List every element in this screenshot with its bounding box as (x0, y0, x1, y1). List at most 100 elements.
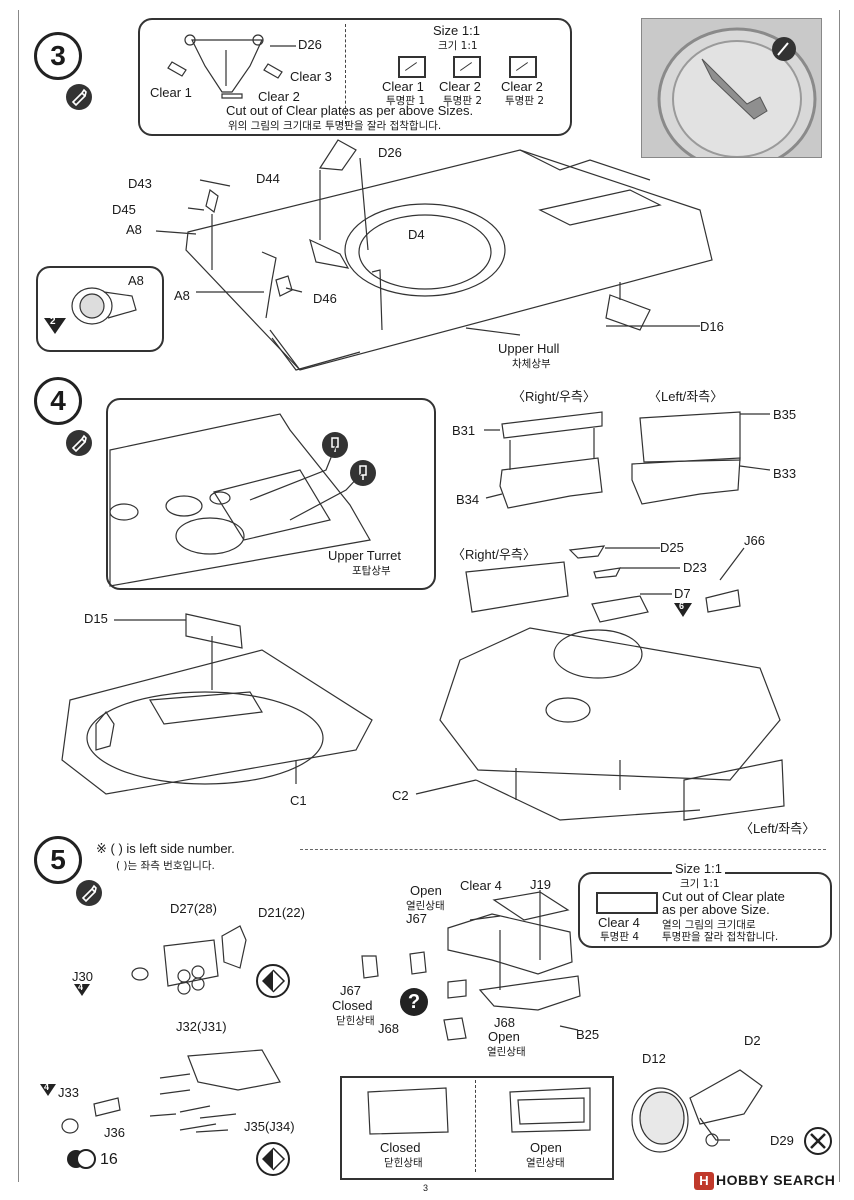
side-number-note-ko: ( )는 좌측 번호입니다. (116, 860, 215, 872)
label-c1: C1 (290, 793, 307, 808)
no-cement-icon (804, 1127, 832, 1155)
label-d7: D7 (674, 586, 691, 601)
state-closed: Closed (380, 1140, 421, 1155)
plate-label-2a-ko: 투명판 2 (443, 95, 482, 107)
ref-step-number: 2 (50, 316, 56, 327)
label-upper-hull-ko: 차체상부 (512, 358, 551, 370)
label-d26: D26 (378, 145, 402, 160)
label-a8-mid: A8 (174, 288, 190, 303)
label-closed-1: Closed (332, 998, 373, 1013)
clear-plate-4-shape (596, 892, 658, 914)
label-d25: D25 (660, 540, 684, 555)
size-box-note-ko-2: 투명판을 잘라 접착합니다. (662, 931, 779, 943)
label-j68-mid: J68 (494, 1015, 515, 1030)
ref-step-triangle (74, 984, 90, 996)
label-d12: D12 (642, 1051, 666, 1066)
label-b31: B31 (452, 423, 476, 438)
label-j33: J33 (58, 1085, 79, 1100)
step-5-divider (300, 849, 826, 850)
label-d23: D23 (683, 560, 707, 575)
label-j66: J66 (744, 533, 765, 548)
question-icon: ? (400, 988, 428, 1016)
plate-label-1: Clear 1 (382, 79, 424, 94)
label-open-2-ko: 열린상태 (487, 1046, 526, 1058)
page-frame (18, 10, 840, 1182)
label-d21: D21(22) (258, 905, 305, 920)
label-j19: J19 (530, 877, 551, 892)
label-j68-left: J68 (378, 1021, 399, 1036)
cement-icon (322, 432, 348, 458)
size-box-title: Size 1:1 (672, 862, 725, 876)
label-d16: D16 (700, 319, 724, 334)
step-4-number: 4 (34, 377, 82, 425)
step-5-size-box (578, 872, 832, 948)
label-clear-1: Clear 1 (150, 85, 192, 100)
label-d26-inset: D26 (298, 37, 322, 52)
label-j67-top: J67 (406, 911, 427, 926)
label-b35: B35 (773, 407, 797, 422)
page-number: 3 (423, 1183, 429, 1193)
size-title-ko: 크기 1:1 (438, 40, 478, 52)
watermark-logo: H (694, 1172, 714, 1190)
size-box-plate: Clear 4 (598, 915, 640, 930)
parts-count: 16 (100, 1151, 118, 1168)
label-upper-hull: Upper Hull (498, 341, 560, 356)
label-left-b: 〈Left/좌측〉 (648, 389, 724, 404)
label-d43: D43 (128, 176, 152, 191)
size-title: Size 1:1 (433, 23, 480, 38)
label-d29: D29 (770, 1133, 794, 1148)
label-upper-turret-ko: 포탑상부 (352, 565, 391, 577)
label-j30: J30 (72, 969, 93, 984)
label-right-turret: 〈Right/우측〉 (452, 547, 536, 562)
state-closed-ko: 닫힌상태 (384, 1157, 423, 1169)
rotate-view-icon (256, 964, 290, 998)
cement-icon (350, 460, 376, 486)
rotate-view-icon (256, 1142, 290, 1176)
label-clear-3: Clear 3 (290, 69, 332, 84)
label-b25: B25 (576, 1027, 600, 1042)
size-box-note-ko-1: 열의 그림의 크기대로 (662, 919, 756, 931)
label-d15: D15 (84, 611, 108, 626)
cement-icon (76, 880, 102, 906)
ref-step-number: 6 (679, 601, 685, 611)
clear-plate-1-shape (398, 56, 426, 78)
clear-plate-note: Cut out of Clear plates as per above Siz… (226, 103, 474, 118)
watermark-text: HOBBY SEARCH (716, 1172, 836, 1188)
state-open: Open (530, 1140, 562, 1155)
clear-plate-2a-shape (453, 56, 481, 78)
side-number-note: ※ ( ) is left side number. (96, 841, 235, 856)
label-clear-2: Clear 2 (258, 89, 300, 104)
label-c2: C2 (392, 788, 409, 803)
label-open-2: Open (488, 1029, 520, 1044)
detail-label-a8: A8 (128, 273, 144, 288)
inset-divider (345, 24, 346, 124)
state-divider (475, 1080, 476, 1172)
cement-icon (66, 84, 92, 110)
label-b34: B34 (456, 492, 480, 507)
label-open-1-ko: 열린상태 (406, 900, 445, 912)
label-left-turret: 〈Left/좌측〉 (740, 821, 816, 836)
label-d44: D44 (256, 171, 280, 186)
size-box-note-2: as per above Size. (662, 902, 770, 917)
label-j32: J32(J31) (176, 1019, 227, 1034)
label-upper-turret: Upper Turret (328, 548, 401, 563)
plate-label-1-ko: 투명판 1 (386, 95, 425, 107)
label-closed-1-ko: 닫힌상태 (336, 1015, 375, 1027)
label-d45: D45 (112, 202, 136, 217)
clear-plate-2b-shape (509, 56, 537, 78)
label-b33: B33 (773, 466, 797, 481)
cement-icon (66, 430, 92, 456)
label-open-1: Open (410, 883, 442, 898)
ref-step-triangle (40, 1084, 56, 1096)
label-d4: D4 (408, 227, 425, 242)
step-5-number: 5 (34, 836, 82, 884)
label-j36: J36 (104, 1125, 125, 1140)
hatch-state-box (340, 1076, 614, 1180)
ref-step-number: 4 (78, 982, 84, 992)
label-j67-mid: J67 (340, 983, 361, 998)
label-d27: D27(28) (170, 901, 217, 916)
label-right-b: 〈Right/우측〉 (512, 389, 596, 404)
ref-step-triangle (44, 318, 66, 334)
size-box-title-ko: 크기 1:1 (680, 878, 720, 890)
label-a8-top: A8 (126, 222, 142, 237)
